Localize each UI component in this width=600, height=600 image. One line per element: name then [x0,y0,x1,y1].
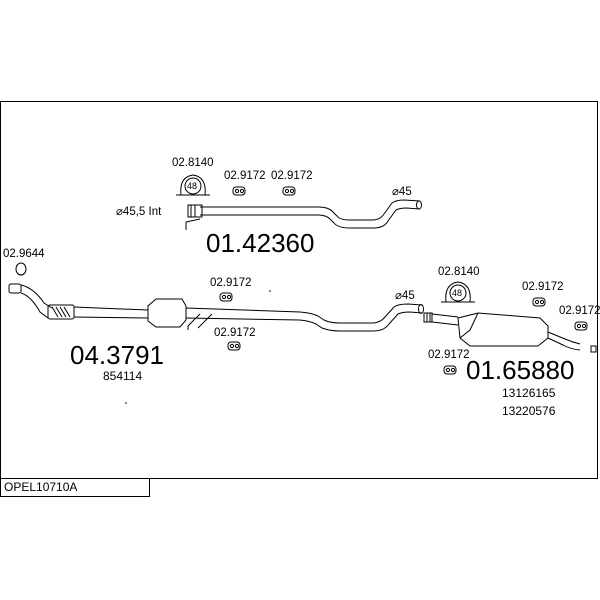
clamp-rear-icon: 48 [441,281,475,303]
hanger-front-1-label: 02.9172 [210,277,252,289]
hanger-top-1-label: 02.9172 [224,170,266,182]
clamp-top-icon: 48 [176,174,210,196]
gasket-label: 02.9644 [3,248,45,260]
diagram-code: OPEL10710A [4,480,78,494]
clamp-rear-ring-size: 48 [452,288,462,298]
diagram-code-box: OPEL10710A [0,478,150,497]
dim-upper-left: ⌀45,5 Int [116,206,162,218]
dim-lower-right: ⌀45 [395,290,415,302]
rear-silencer-ref-1: 13126165 [502,386,556,400]
front-pipe-number: 04.3791 [70,340,164,370]
middle-pipe-drawing [185,199,422,230]
middle-pipe-number: 01.42360 [206,228,314,258]
hanger-top-2-label: 02.9172 [271,170,313,182]
rear-silencer-drawing [423,312,597,353]
rear-silencer-number: 01.65880 [466,355,574,385]
speck-dot [269,290,271,292]
hanger-rear-3-icon [443,365,457,375]
hanger-top-1-icon [232,186,246,196]
diagram-frame [0,101,598,479]
rear-silencer-ref-2: 13220576 [502,404,556,418]
hanger-front-1-icon [219,292,233,302]
clamp-top-ring-size: 48 [187,181,197,191]
clamp-rear-label: 02.8140 [438,266,480,278]
hanger-rear-2-label: 02.9172 [559,305,600,317]
hanger-front-2-label: 02.9172 [214,327,256,339]
front-pipe-drawing [8,283,424,332]
hanger-rear-2-icon [574,321,588,331]
hanger-rear-1-icon [532,297,546,307]
speck-dot [125,402,127,404]
dim-upper-right: ⌀45 [392,186,412,198]
hanger-front-2-icon [227,341,241,351]
clamp-top-label: 02.8140 [172,157,214,169]
hanger-top-2-icon [282,186,296,196]
hanger-rear-1-label: 02.9172 [522,281,564,293]
hanger-rear-3-label: 02.9172 [428,349,470,361]
front-pipe-ref: 854114 [103,369,142,383]
gasket-ring-icon [15,262,27,276]
